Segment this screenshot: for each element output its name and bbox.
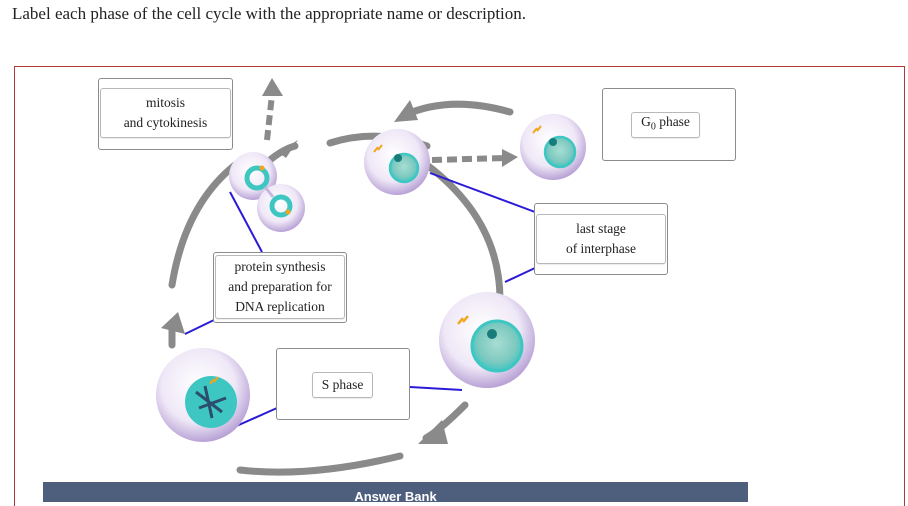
label-s-phase-text: S phase xyxy=(321,377,364,392)
exit-dashed-up xyxy=(264,94,275,141)
label-last-stage-line1: last stage xyxy=(576,221,626,236)
answer-bank-title: Answer Bank xyxy=(354,489,437,504)
cell-g0 xyxy=(520,114,586,180)
answer-bank: Answer Bank xyxy=(43,482,748,504)
cycle-arc-left xyxy=(168,161,239,289)
arrowhead-exit-up xyxy=(262,78,283,96)
cell-mitosis xyxy=(156,348,250,442)
label-protein-line3: DNA replication xyxy=(235,299,325,314)
label-g0-text: G0 phase xyxy=(641,114,690,133)
arrowhead-g0-return xyxy=(394,100,418,122)
cell-dividing xyxy=(229,152,305,232)
question-text: Label each phase of the cell cycle with … xyxy=(12,4,527,23)
arrowhead-left-up xyxy=(161,312,185,334)
label-protein-line2: and preparation for xyxy=(228,279,332,294)
arrowhead-g0-out xyxy=(502,149,518,167)
g0-dashed-out xyxy=(431,155,506,163)
label-g0-phase[interactable]: G0 phase xyxy=(631,112,700,138)
label-mitosis-cytokinesis[interactable]: mitosis and cytokinesis xyxy=(100,88,231,138)
label-mitosis-line1: mitosis xyxy=(145,95,185,110)
cell-g1 xyxy=(364,129,430,195)
label-protein-synthesis[interactable]: protein synthesis and preparation for DN… xyxy=(215,255,345,319)
label-last-stage-line2: of interphase xyxy=(565,241,637,256)
label-mitosis-line2: and cytokinesis xyxy=(123,115,208,130)
leader-lines xyxy=(184,172,536,429)
label-protein-line1: protein synthesis xyxy=(234,259,326,274)
drop-target-s-phase[interactable] xyxy=(276,348,410,420)
label-last-stage-interphase[interactable]: last stage of interphase xyxy=(536,214,666,264)
cycle-arc-bottom-left xyxy=(236,452,404,476)
g0-arc-return xyxy=(401,100,514,119)
cell-g2 xyxy=(439,292,535,388)
label-s-phase[interactable]: S phase xyxy=(312,372,373,398)
arrowhead-bottom-right xyxy=(418,420,448,444)
